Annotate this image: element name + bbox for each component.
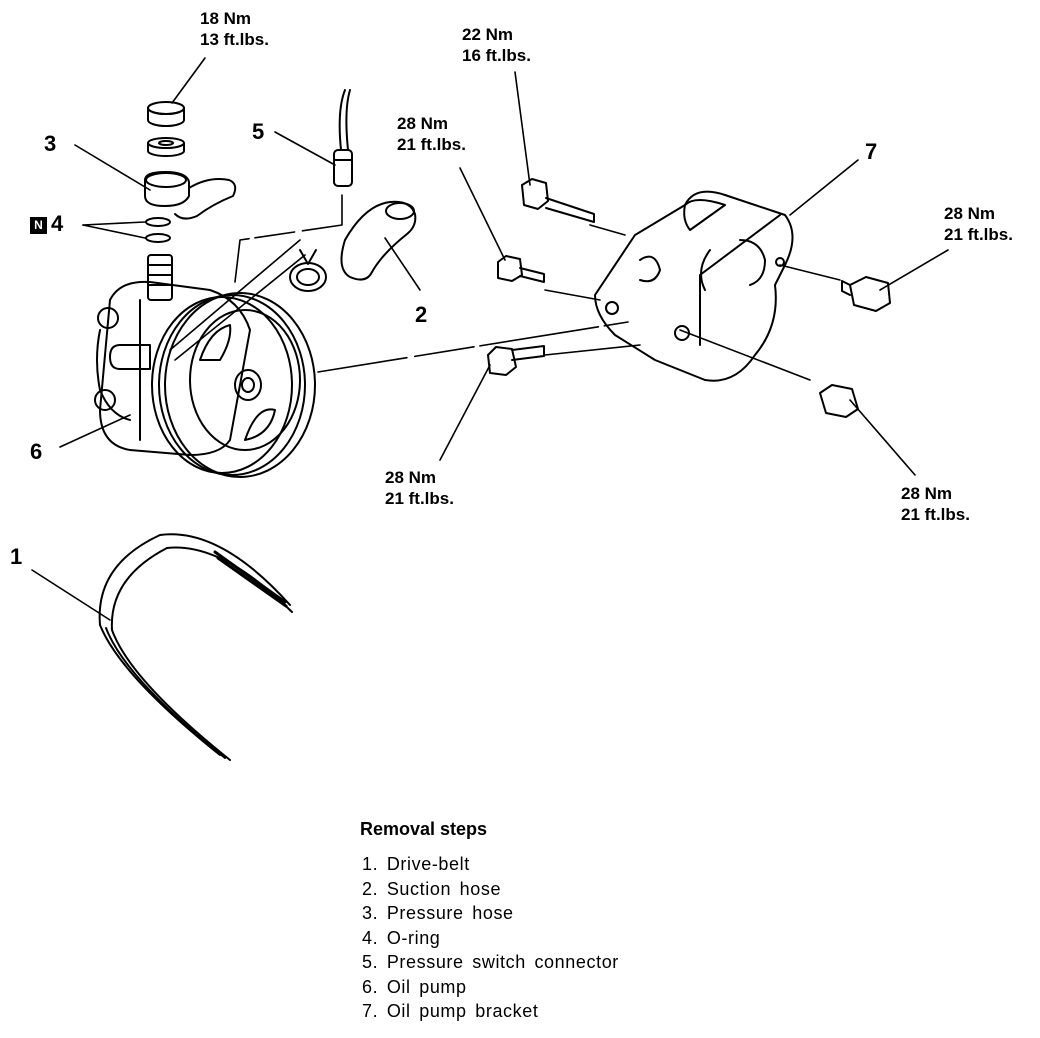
oil-pump-body — [94, 254, 251, 456]
torque-ftlbs: 16 ft.lbs. — [462, 46, 531, 65]
torque-nm: 18 Nm — [200, 9, 252, 28]
long-bracket-bolt — [521, 178, 595, 223]
pressure-hose-fitting — [144, 171, 237, 220]
hose-bolt-washers — [147, 101, 185, 157]
torque-label: 22 Nm 16 ft.lbs. — [462, 24, 531, 66]
oil-pump-bracket — [594, 190, 794, 382]
torque-nm: 28 Nm — [385, 468, 437, 487]
torque-nm: 28 Nm — [397, 114, 449, 133]
callout-4-number: 4 — [51, 211, 64, 236]
torque-label: 28 Nm 21 ft.lbs. — [901, 483, 970, 525]
torque-nm: 28 Nm — [944, 204, 996, 223]
drive-belt — [98, 533, 293, 761]
list-item: 1. Drive-belt — [362, 854, 470, 874]
n-symbol: N — [30, 217, 47, 234]
callout-2: 2 — [415, 302, 428, 327]
torque-ftlbs: 21 ft.lbs. — [397, 135, 466, 154]
callout-5: 5 — [252, 119, 265, 144]
torque-ftlbs: 21 ft.lbs. — [901, 505, 970, 524]
list-item: 3. Pressure hose — [362, 903, 514, 923]
list-item: 2. Suction hose — [362, 878, 502, 899]
removal-steps: Removal steps 1. Drive-belt 2. Suction h… — [360, 818, 780, 1024]
torque-label: 28 Nm 21 ft.lbs. — [385, 467, 454, 509]
list-item: 5. Pressure switch connector — [362, 952, 619, 972]
right-bracket-bolt — [841, 276, 891, 312]
leader-lines — [31, 57, 949, 621]
torque-nm: 22 Nm — [462, 25, 514, 44]
removal-steps-list: 1. Drive-belt 2. Suction hose 3. Pressur… — [360, 852, 780, 1024]
callout-7: 7 — [865, 139, 878, 164]
removal-steps-title: Removal steps — [360, 819, 488, 839]
torque-ftlbs: 21 ft.lbs. — [944, 225, 1013, 244]
lower-right-bracket-bolt — [819, 384, 859, 418]
torque-ftlbs: 21 ft.lbs. — [385, 489, 454, 508]
suction-hose — [340, 200, 417, 281]
hose-clamp — [289, 249, 327, 292]
callout-1: 1 — [10, 544, 23, 569]
torque-label: 18 Nm 13 ft.lbs. — [200, 8, 269, 50]
torque-label: 28 Nm 21 ft.lbs. — [397, 113, 466, 155]
torque-ftlbs: 13 ft.lbs. — [200, 30, 269, 49]
pressure-switch-connector — [333, 89, 353, 187]
torque-label: 28 Nm 21 ft.lbs. — [944, 203, 1013, 245]
list-item: 6. Oil pump — [362, 976, 467, 997]
callout-6: 6 — [30, 439, 43, 464]
lower-bracket-bolt — [487, 345, 545, 376]
callout-3: 3 — [44, 131, 57, 156]
torque-nm: 28 Nm — [901, 484, 953, 503]
pump-pulley — [151, 292, 316, 478]
o-rings — [145, 217, 171, 243]
list-item: 7. Oil pump bracket — [362, 1001, 539, 1021]
upper-bracket-bolt — [497, 255, 545, 283]
list-item: 4. O-ring — [362, 927, 441, 948]
